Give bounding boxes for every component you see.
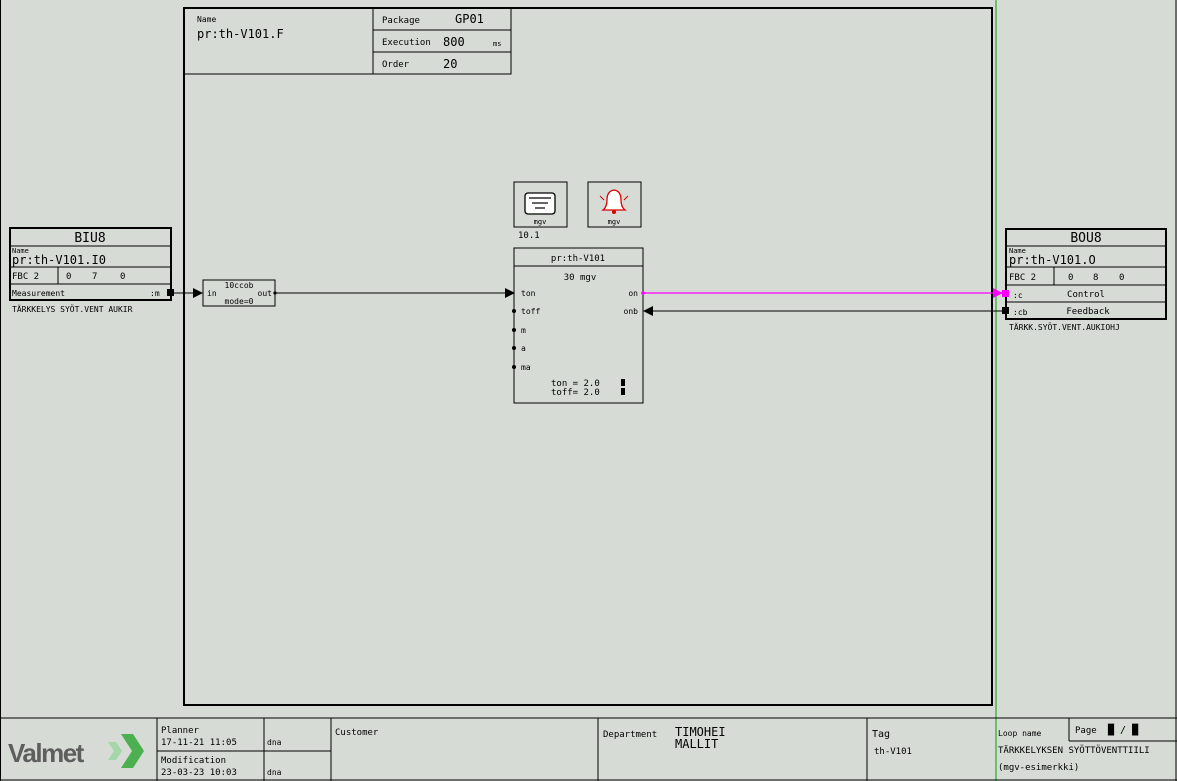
display-value: 10.1	[518, 231, 540, 241]
main-input-m: m	[521, 326, 526, 335]
output-block-name: pr:th-V101.O	[1009, 253, 1096, 267]
loop-name-label: Loop name	[998, 729, 1042, 738]
modification-label: Modification	[161, 756, 226, 766]
header-execution-label: Execution	[382, 38, 431, 48]
output-port-control-pin: :c	[1013, 291, 1023, 300]
output-block-cell2: 8	[1093, 273, 1098, 283]
header-package-label: Package	[382, 16, 420, 26]
department-label: Department	[603, 730, 657, 740]
input-port-pin: :m	[150, 289, 160, 298]
page-label: Page	[1075, 726, 1097, 736]
main-block-title: pr:th-V101	[551, 254, 605, 264]
valmet-logo-text: Valmet	[8, 738, 85, 768]
loop-name-line2: (mgv-esimerkki)	[998, 763, 1079, 773]
header-order-label: Order	[382, 60, 410, 70]
footer-title-block: Valmet Planner 17-11-21 11:05 dna Modifi…	[0, 717, 1177, 781]
onb-input-arrow	[643, 306, 653, 316]
converter-input-arrow	[193, 288, 203, 298]
header-name-label: Name	[197, 15, 216, 24]
loop-name-line1: TÄRKKELYKSEN SYÖTTÖVENTTIILI	[998, 745, 1150, 756]
modification-user: dna	[267, 768, 282, 777]
main-input-ma: ma	[521, 363, 531, 372]
main-output-onb: onb	[624, 307, 639, 316]
converter-out-label: out	[258, 289, 273, 298]
input-port-terminal[interactable]	[167, 289, 174, 296]
input-block-cell2: 7	[92, 272, 97, 282]
customer-label: Customer	[335, 728, 379, 738]
output-block-description: TÄRKK.SYÖT.VENT.AUKIOHJ	[1009, 322, 1120, 332]
main-function-block[interactable]: pr:th-V101 30 mgv ton toff m a ma on onb…	[512, 247, 644, 404]
main-input-ton: ton	[521, 289, 536, 298]
valmet-logo-icon	[108, 734, 144, 768]
output-block-cell3: 0	[1119, 273, 1124, 283]
main-output-on: on	[628, 289, 638, 298]
main-input-a-pin[interactable]	[512, 346, 516, 350]
output-port-feedback-pin: :cb	[1013, 308, 1028, 317]
planner-user: dna	[267, 738, 282, 747]
department-line1: TIMOHEI	[675, 725, 726, 739]
page-value: █ / █	[1107, 723, 1139, 736]
converter-block[interactable]: 10ccob in out mode=0	[202, 279, 276, 307]
input-block-cell1: 0	[66, 272, 71, 282]
display-icon[interactable]: mgv	[513, 181, 568, 228]
alarm-bell-icon[interactable]: mgv	[587, 181, 642, 228]
input-block-cell3: 0	[120, 272, 125, 282]
output-block-bou8[interactable]: BOU8 Name pr:th-V101.O FBC 2 0 8 0 :c Co…	[1002, 228, 1167, 320]
input-port-label: Measurement	[12, 289, 65, 298]
input-block-type: BIU8	[74, 231, 105, 246]
header-execution-value: 800	[443, 35, 465, 49]
display-icon-label: mgv	[534, 218, 547, 226]
output-block-cell1: 0	[1068, 273, 1073, 283]
output-block-name-label: Name	[1009, 247, 1026, 255]
output-port-control-label: Control	[1067, 290, 1105, 300]
main-param-toff: toff= 2.0	[551, 388, 600, 398]
converter-in-label: in	[207, 289, 217, 298]
input-block-name: pr:th-V101.I0	[12, 253, 106, 267]
input-block-biu8[interactable]: BIU8 Name pr:th-V101.I0 FBC 2 0 7 0 Meas…	[9, 227, 174, 314]
header-execution-unit: ms	[493, 40, 501, 48]
input-block-name-label: Name	[12, 247, 29, 255]
header-table: Name pr:th-V101.F Package GP01 Execution…	[183, 7, 512, 75]
main-input-toff: toff	[521, 307, 540, 316]
header-order-value: 20	[443, 57, 457, 71]
main-block-subtitle: 30 mgv	[564, 273, 597, 283]
department-line2: MALLIT	[675, 737, 718, 751]
output-block-fbc: FBC 2	[1009, 273, 1036, 283]
ton-input-arrow	[505, 288, 515, 298]
main-input-m-pin[interactable]	[512, 328, 516, 332]
main-input-ma-pin[interactable]	[512, 365, 516, 369]
main-input-a: a	[521, 344, 526, 353]
input-block-description: TÄRKKELYS SYÖT.VENT AUKIR	[12, 304, 133, 314]
tag-label: Tag	[872, 729, 890, 740]
output-block-type: BOU8	[1070, 231, 1101, 246]
control-input-arrow	[993, 288, 1003, 298]
planner-date: 17-11-21 11:05	[161, 738, 237, 748]
output-port-feedback-label: Feedback	[1066, 307, 1110, 317]
header-name-value: pr:th-V101.F	[197, 27, 284, 41]
alarm-icon-label: mgv	[608, 218, 621, 226]
tag-value: th-V101	[874, 747, 912, 757]
converter-mode: mode=0	[225, 297, 254, 306]
function-frame	[183, 7, 993, 706]
output-feedback-terminal[interactable]	[1002, 307, 1009, 314]
converter-title: 10ccob	[225, 281, 254, 290]
main-param-ton: ton = 2.0	[551, 379, 600, 389]
input-block-fbc: FBC 2	[12, 272, 39, 282]
header-package-value: GP01	[455, 12, 484, 26]
planner-label: Planner	[161, 726, 200, 736]
modification-date: 23-03-23 10:03	[161, 768, 237, 778]
main-input-toff-pin[interactable]	[512, 309, 516, 313]
output-control-terminal[interactable]	[1002, 290, 1009, 297]
